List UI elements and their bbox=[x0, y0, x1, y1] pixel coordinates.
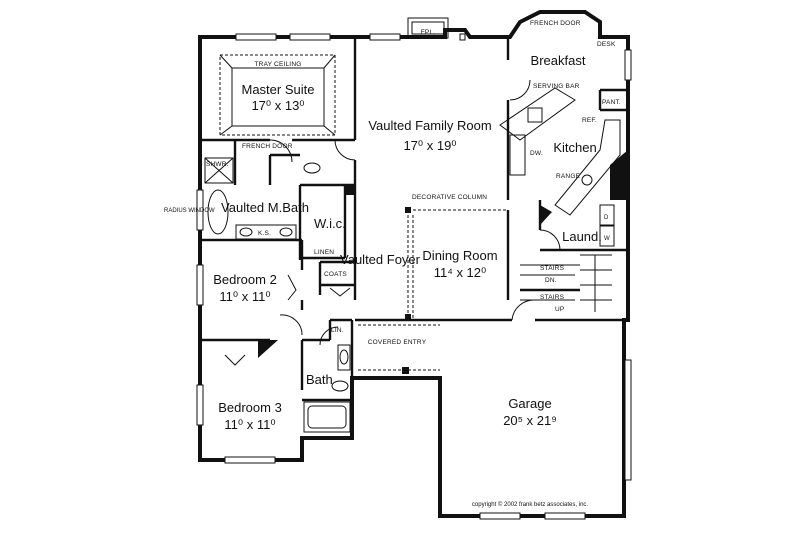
french-door-master-label: FRENCH DOOR bbox=[242, 143, 293, 150]
bath-label: Bath bbox=[306, 372, 333, 387]
bedroom3-name: Bedroom 3 bbox=[218, 400, 282, 415]
tray-ceiling-label: TRAY CEILING bbox=[255, 61, 302, 68]
fireplace-label: FPL. bbox=[421, 29, 436, 36]
radius-window-label: RADIUS WINDOW bbox=[164, 208, 215, 214]
copyright-text: copyright © 2002 frank betz associates, … bbox=[472, 501, 588, 508]
ks-label: K.S. bbox=[258, 230, 271, 237]
master-suite-name: Master Suite bbox=[242, 82, 315, 97]
french-door-breakfast-label: FRENCH DOOR bbox=[530, 20, 581, 27]
master-suite-size: 17⁰ x 13⁰ bbox=[251, 98, 304, 113]
laundry-label: Laund. bbox=[562, 229, 602, 244]
ref-label: REF. bbox=[582, 117, 597, 124]
lin-label: LIN. bbox=[331, 327, 344, 334]
range-label: RANGE bbox=[556, 173, 581, 180]
kitchen-counters bbox=[499, 87, 628, 225]
bath-fixtures bbox=[204, 157, 355, 433]
pantry-label: PANT. bbox=[602, 99, 621, 106]
stairs-up-label: STAIRS bbox=[540, 294, 565, 301]
linen-label: LINEN bbox=[314, 249, 334, 256]
room-labels: TRAY CEILING Master Suite 17⁰ x 13⁰ FREN… bbox=[164, 20, 621, 508]
exterior-walls bbox=[198, 10, 630, 518]
washer-label: W bbox=[604, 236, 610, 242]
decorative-columns bbox=[358, 207, 508, 374]
dw-label: DW. bbox=[530, 150, 543, 157]
garage-size: 20⁵ x 21⁹ bbox=[503, 413, 557, 428]
covered-entry-label: COVERED ENTRY bbox=[368, 339, 427, 346]
dryer-label: D bbox=[604, 215, 609, 221]
serving-bar-label: SERVING BAR bbox=[533, 83, 580, 90]
desk-label: DESK bbox=[597, 41, 616, 48]
dining-room-name: Dining Room bbox=[422, 248, 497, 263]
shower-label: SHWR. bbox=[206, 161, 229, 168]
bedroom2-size: 11⁰ x 11⁰ bbox=[219, 289, 270, 304]
bedroom3-size: 11⁰ x 11⁰ bbox=[224, 417, 275, 432]
wic-label: W.i.c. bbox=[314, 216, 346, 231]
kitchen-label: Kitchen bbox=[553, 140, 596, 155]
family-room-name: Vaulted Family Room bbox=[368, 118, 491, 133]
foyer-name: Vaulted Foyer bbox=[340, 252, 421, 267]
fireplace bbox=[407, 17, 449, 39]
stairs-down-label: STAIRS bbox=[540, 265, 565, 272]
garage-name: Garage bbox=[508, 396, 551, 411]
coats-label: COATS bbox=[324, 271, 347, 278]
stairs bbox=[520, 254, 612, 312]
family-room-size: 17⁰ x 19⁰ bbox=[403, 138, 456, 153]
bedroom2-name: Bedroom 2 bbox=[213, 272, 277, 287]
breakfast-label: Breakfast bbox=[531, 53, 586, 68]
stairs-up-word: UP bbox=[555, 306, 564, 313]
laundry-machines bbox=[599, 204, 615, 247]
decorative-column-label: DECORATIVE COLUMN bbox=[412, 194, 487, 201]
windows bbox=[196, 33, 632, 520]
dining-room-size: 11⁴ x 12⁰ bbox=[434, 265, 486, 280]
tray-ceiling bbox=[219, 54, 336, 136]
doors bbox=[224, 79, 561, 366]
interior-walls bbox=[200, 37, 628, 402]
stairs-dn-label: DN. bbox=[545, 277, 557, 284]
mbath-name: Vaulted M.Bath bbox=[221, 200, 309, 215]
